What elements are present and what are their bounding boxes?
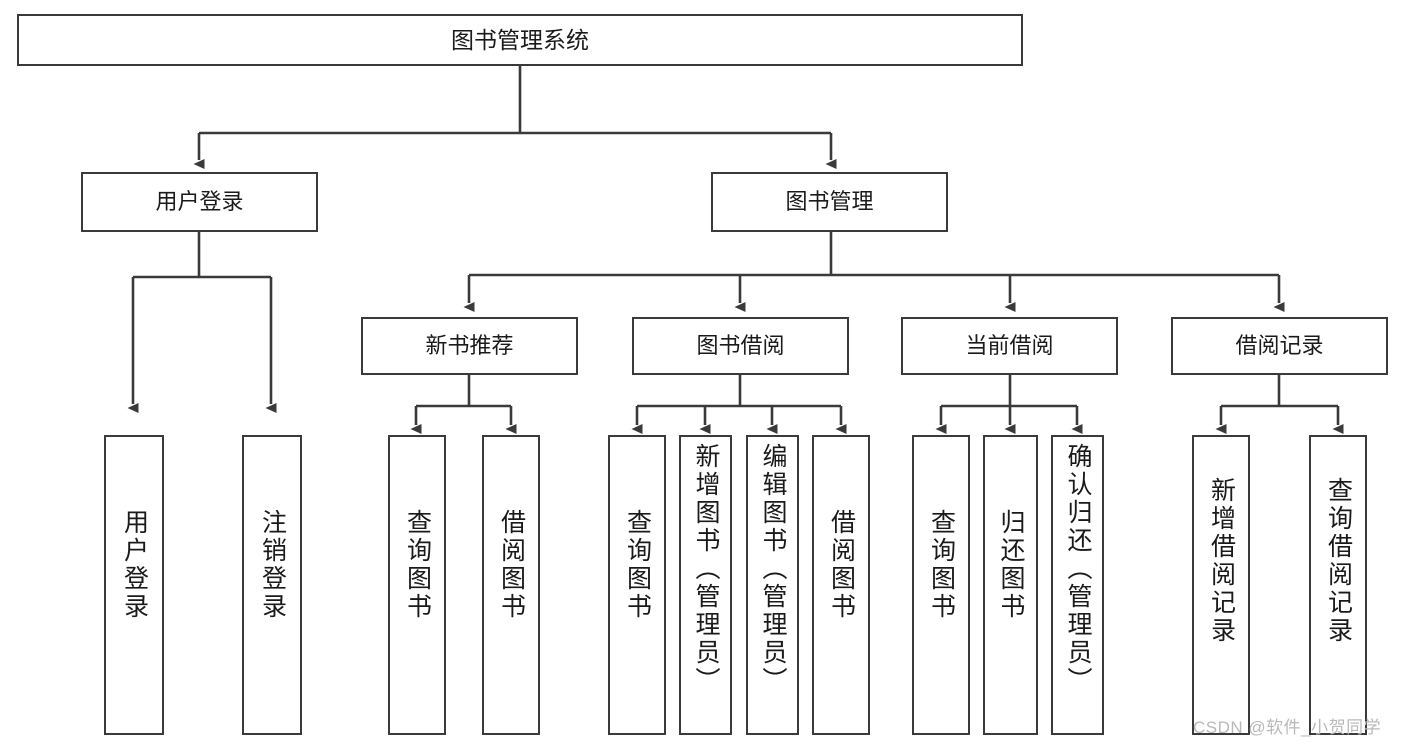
node-borrow-record[interactable]: 借阅记录 [1171,317,1388,375]
leaf-user-login[interactable]: 用户登录 [104,435,164,735]
node-label: 归还图书 [997,509,1025,621]
leaf-confirm-return-admin[interactable]: 确认归还（管理员） [1051,435,1104,735]
node-root-system[interactable]: 图书管理系统 [17,14,1023,66]
node-label: 新书推荐 [425,333,514,359]
node-label: 借阅记录 [1235,333,1324,359]
node-label: 查询图书 [403,509,432,621]
node-label: 用户登录 [155,189,244,215]
node-label: 当前借阅 [965,333,1054,359]
node-label: 图书借阅 [696,333,785,359]
leaf-add-borrow-record[interactable]: 新增借阅记录 [1192,435,1250,735]
node-current-borrow[interactable]: 当前借阅 [901,317,1118,375]
node-label: 查询借阅记录 [1324,477,1353,645]
node-label: 图书管理 [785,189,874,215]
node-label: 图书管理系统 [451,26,589,53]
node-label: 借阅图书 [827,509,856,621]
leaf-query-book-2[interactable]: 查询图书 [608,435,666,735]
node-label: 查询图书 [623,509,652,621]
leaf-borrow-book-1[interactable]: 借阅图书 [482,435,540,735]
node-new-book-recommend[interactable]: 新书推荐 [361,317,578,375]
leaf-edit-book-admin[interactable]: 编辑图书（管理员） [746,435,799,735]
node-label: 确认归还（管理员） [1064,443,1092,695]
leaf-logout[interactable]: 注销登录 [242,435,302,735]
node-label: 新增借阅记录 [1207,477,1236,645]
node-book-management[interactable]: 图书管理 [711,172,948,232]
leaf-return-book[interactable]: 归还图书 [983,435,1038,735]
leaf-query-borrow-record[interactable]: 查询借阅记录 [1309,435,1367,735]
node-label: 查询图书 [927,509,956,621]
node-book-borrow[interactable]: 图书借阅 [632,317,849,375]
node-label: 借阅图书 [497,509,526,621]
node-label: 用户登录 [120,509,149,621]
node-user-login[interactable]: 用户登录 [81,172,318,232]
leaf-query-book-1[interactable]: 查询图书 [388,435,446,735]
node-label: 注销登录 [258,509,287,621]
node-label: 编辑图书（管理员） [759,443,787,695]
leaf-add-book-admin[interactable]: 新增图书（管理员） [679,435,732,735]
node-label: 新增图书（管理员） [692,443,720,695]
leaf-query-book-3[interactable]: 查询图书 [912,435,970,735]
leaf-borrow-book-2[interactable]: 借阅图书 [812,435,870,735]
csdn-watermark: CSDN @软件_小贺同学 [1193,718,1382,737]
